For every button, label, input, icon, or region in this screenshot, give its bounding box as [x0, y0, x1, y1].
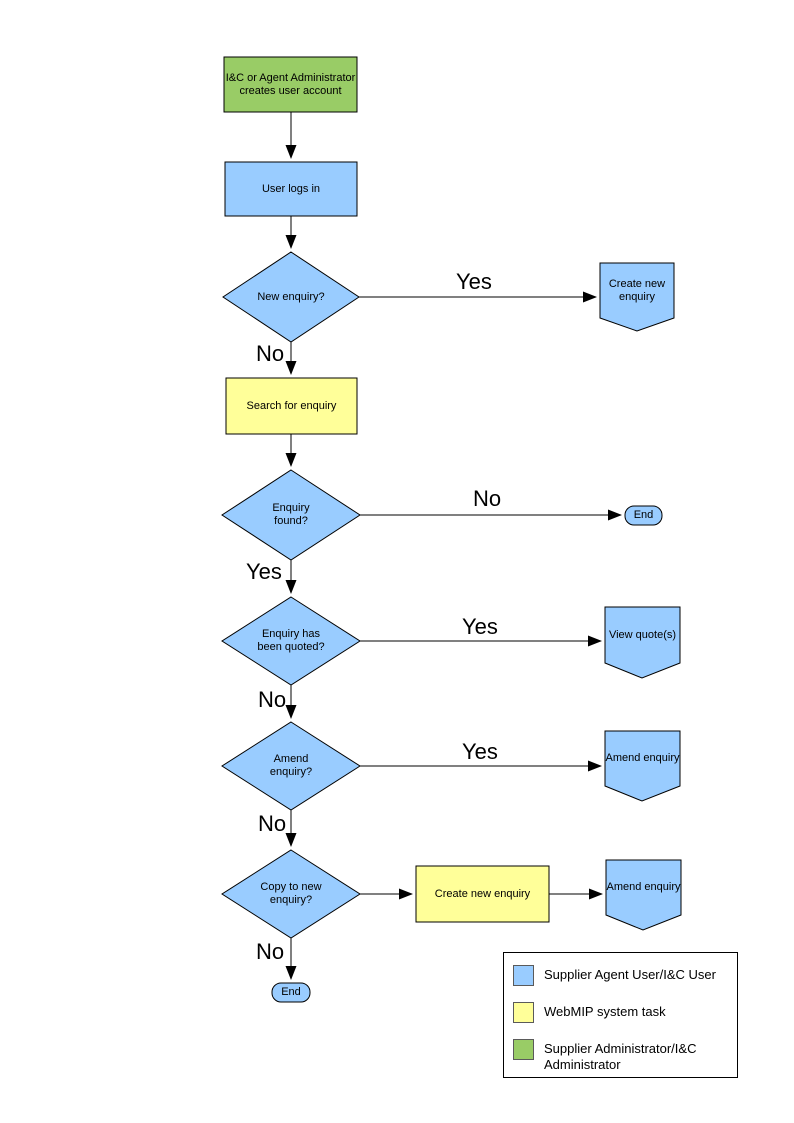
legend-swatch-yellow [513, 1002, 534, 1023]
terminator-end-top-shape [624, 505, 663, 526]
legend-row-supplier-agent-user: Supplier Agent User/I&C User [513, 965, 737, 986]
node-create-new-enquiry-2-shape [415, 865, 550, 923]
decision-enquiry-found-shape [221, 469, 361, 561]
connector-create-new-enquiry-shape [599, 262, 675, 332]
legend-swatch-green [513, 1039, 534, 1060]
decision-enquiry-quoted-shape [221, 596, 361, 686]
terminator-end-bottom-shape [271, 982, 311, 1003]
legend-swatch-blue [513, 965, 534, 986]
decision-amend-enquiry-shape [221, 721, 361, 811]
legend-row-supplier-administrator: Supplier Administrator/I&C Administrator [513, 1039, 737, 1073]
flow-edges [285, 112, 622, 980]
connector-amend-enquiry-2-shape [605, 859, 682, 931]
decision-copy-to-new-shape [221, 849, 361, 939]
connector-view-quotes-shape [604, 606, 681, 679]
connector-amend-enquiry-shape [604, 730, 681, 802]
legend: Supplier Agent User/I&C User WebMIP syst… [503, 952, 738, 1078]
legend-label-webmip-system-task: WebMIP system task [544, 1004, 666, 1019]
node-user-logs-in-shape [224, 161, 358, 217]
legend-row-webmip-system-task: WebMIP system task [513, 1002, 737, 1023]
node-search-for-enquiry-shape [225, 377, 358, 435]
decision-new-enquiry-shape [222, 251, 360, 343]
legend-label-supplier-administrator: Supplier Administrator/I&C Administrator [544, 1041, 697, 1072]
node-admin-creates-account-shape [223, 56, 358, 113]
legend-label-supplier-agent-user: Supplier Agent User/I&C User [544, 967, 716, 982]
